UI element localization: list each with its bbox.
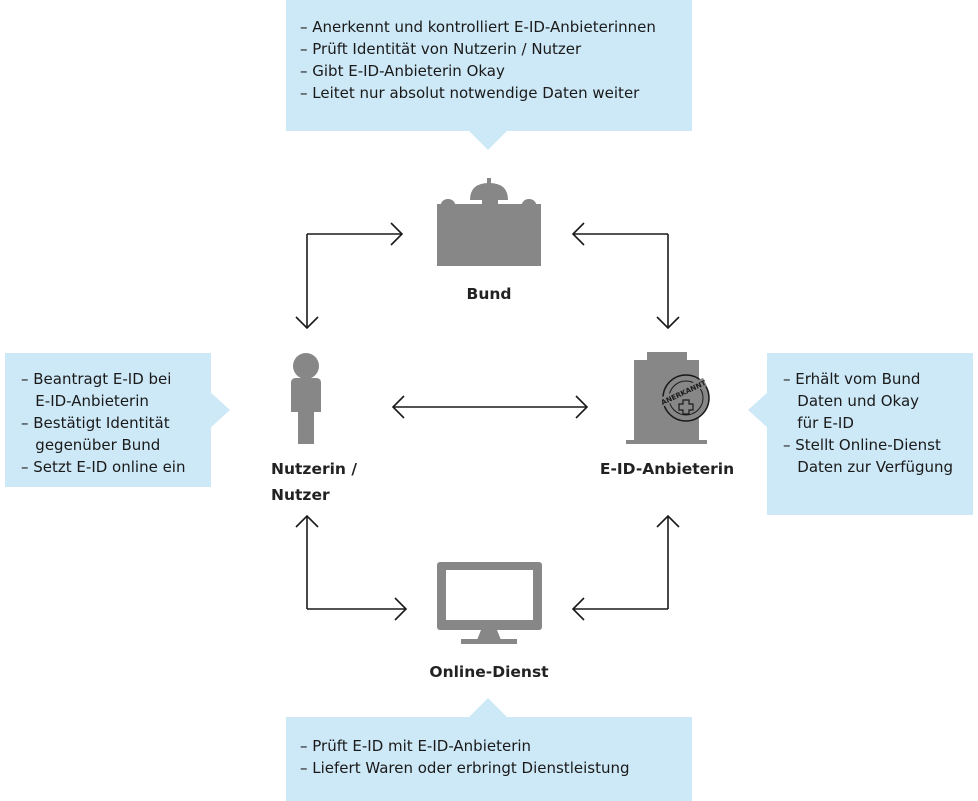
- bund-info-list: – Anerkennt und kontrolliert E-ID-Anbiet…: [300, 16, 692, 104]
- certified-provider-icon: ANERKANNT: [626, 352, 710, 444]
- online-info-line: – Prüft E-ID mit E-ID-Anbieterin: [300, 737, 532, 755]
- bund-info-line: – Prüft Identität von Nutzerin / Nutzer: [300, 40, 582, 58]
- anbieterin-info-list: – Erhält vom Bund Daten und Okay für E-I…: [783, 368, 973, 478]
- anbieterin-label: E-ID-Anbieterin: [599, 460, 735, 478]
- online-label: Online-Dienst: [429, 663, 549, 681]
- bund-info-box: – Anerkennt und kontrolliert E-ID-Anbiet…: [286, 0, 692, 131]
- monitor-icon: [437, 562, 542, 644]
- person-icon: [291, 353, 321, 444]
- nutzer-label: Nutzerin / Nutzer: [271, 458, 357, 506]
- federal-palace-icon: [437, 178, 541, 266]
- arrow-online-anbieterin: [571, 514, 680, 621]
- bund-label: Bund: [466, 285, 512, 303]
- online-box-pointer: [468, 698, 508, 718]
- nutzer-info-line: – Beantragt E-ID bei: [21, 370, 172, 388]
- bund-info-line: – Leitet nur absolut notwendige Daten we…: [300, 84, 640, 102]
- arrow-nutzer-anbieterin: [391, 395, 589, 419]
- anbieterin-info-line: Daten zur Verfügung: [783, 458, 954, 476]
- nutzer-info-line: – Setzt E-ID online ein: [21, 458, 186, 476]
- nutzer-box-pointer: [210, 392, 230, 428]
- bund-info-line: – Gibt E-ID-Anbieterin Okay: [300, 62, 505, 80]
- anbieterin-info-line: Daten und Okay: [783, 392, 920, 410]
- arrow-nutzer-online: [295, 514, 408, 621]
- anbieterin-info-line: – Erhält vom Bund: [783, 370, 921, 388]
- nutzer-info-line: gegenüber Bund: [21, 436, 161, 454]
- nutzer-info-line: – Bestätigt Identität: [21, 414, 170, 432]
- online-info-line: – Liefert Waren oder erbringt Dienstleis…: [300, 759, 630, 777]
- nutzer-label-line1: Nutzerin /: [271, 460, 357, 478]
- arrow-nutzer-bund: [295, 222, 404, 330]
- bund-info-line: – Anerkennt und kontrolliert E-ID-Anbiet…: [300, 18, 656, 36]
- nutzer-label-line2: Nutzer: [271, 486, 330, 504]
- nutzer-info-line: E-ID-Anbieterin: [21, 392, 149, 410]
- anbieterin-info-line: für E-ID: [783, 414, 854, 432]
- bund-box-pointer: [468, 130, 508, 150]
- online-info-box: – Prüft E-ID mit E-ID-Anbieterin – Liefe…: [286, 717, 692, 801]
- anbieterin-info-box: – Erhält vom Bund Daten und Okay für E-I…: [767, 353, 973, 515]
- anbieterin-box-pointer: [748, 392, 768, 428]
- nutzer-info-list: – Beantragt E-ID bei E-ID-Anbieterin – B…: [21, 368, 211, 478]
- nutzer-info-box: – Beantragt E-ID bei E-ID-Anbieterin – B…: [5, 353, 211, 487]
- anbieterin-info-line: – Stellt Online-Dienst: [783, 436, 941, 454]
- online-info-list: – Prüft E-ID mit E-ID-Anbieterin – Liefe…: [300, 735, 692, 779]
- arrow-bund-anbieterin: [571, 222, 680, 330]
